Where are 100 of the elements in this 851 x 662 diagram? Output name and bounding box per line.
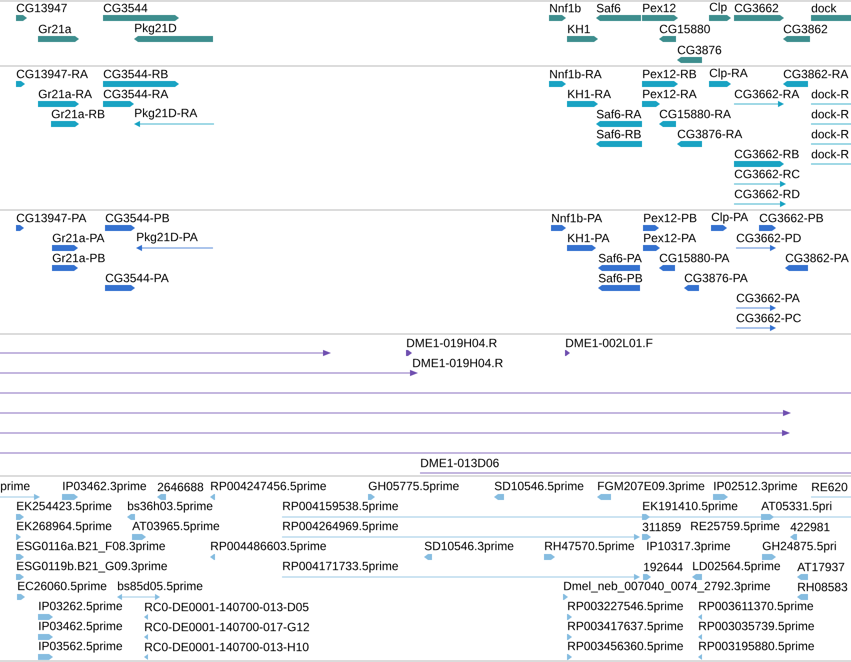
feature-label: Saf6-RB [596, 130, 641, 138]
feature-label: CG3862-RA [784, 70, 848, 78]
feature-label: Pkg21D-RA [135, 108, 198, 120]
feature-label: RP004159538.5prime [283, 501, 398, 513]
feature-label: IP03462.3prime [63, 481, 146, 493]
feature-label: CG3862-PA [786, 254, 849, 262]
feature-label: Gr21a-RA [38, 90, 92, 98]
feature-label: DME1-019H04.R [407, 338, 497, 348]
feature-label: DME1-019H04.R [413, 358, 503, 368]
feature-label: RC0-DE0001-140700-013-D05 [145, 602, 308, 612]
feature-label: DME1-002L01.F [566, 338, 652, 348]
feature-label: dock-R [812, 110, 848, 118]
feature-label: 422981 [790, 522, 830, 532]
feature-label: Saf6-PB [598, 274, 642, 282]
feature-label: KH1 [568, 24, 590, 34]
feature-label: CG15880-PA [660, 254, 730, 262]
feature-label: IP03462.5prime [39, 621, 122, 633]
feature-label: RP004264969.5prime [283, 521, 398, 533]
feature-label: CG3662-PA [736, 294, 800, 302]
feature-label: RP003035739.5prime [699, 621, 814, 633]
feature-label: DME1-013D06 [421, 458, 499, 468]
feature-label: Nnf1b [550, 4, 581, 12]
feature-label: AT17937 [797, 562, 844, 572]
feature-label: Pex12-RA [643, 90, 697, 98]
feature-label: CG15880 [660, 24, 710, 34]
feature-label: CG3544-RB [104, 70, 168, 78]
feature-label: GH24875.5pri [762, 541, 836, 553]
feature-label: CG3662-PD [736, 234, 801, 242]
feature-label: EK191410.5prime [643, 501, 738, 513]
feature-label: RC0-DE0001-140700-017-G12 [145, 622, 310, 632]
feature-label: CG3862 [784, 24, 828, 34]
feature-label: dock-R [812, 150, 848, 158]
feature-label: CG3876 [678, 46, 722, 54]
feature-label: dock [812, 4, 836, 12]
feature-label: CG13947-PA [16, 214, 86, 222]
feature-label: RH47570.5prime [545, 541, 634, 553]
feature-label: CG13947-RA [16, 70, 88, 78]
feature-label: RH08583 [798, 582, 848, 592]
feature-label: RC0-DE0001-140700-013-H10 [145, 642, 309, 652]
feature-label: Clp-PA [712, 212, 748, 224]
feature-label: RP003417637.5prime [568, 621, 683, 633]
feature-label: GH05775.5prime [368, 481, 459, 493]
feature-label: CG3544-PA [106, 274, 169, 282]
feature-label: CG3662-PC [736, 314, 801, 322]
feature-label: CG3876-PA [684, 274, 748, 282]
feature-label: 192644 [644, 562, 683, 572]
feature-label: ESG0119b.B21_G09.3prime [17, 561, 167, 573]
feature-label: KH1-PA [568, 234, 610, 242]
feature-label: Clp-RA [710, 68, 748, 80]
feature-label: RP004171733.5prime [283, 561, 398, 573]
feature-label: CG3544 [104, 4, 148, 12]
feature-label: IP10317.3prime [647, 541, 730, 553]
feature-label: 311859 [642, 522, 681, 532]
feature-label: CG15880-RA [660, 110, 731, 118]
feature-label: bs85d05.5prime [118, 581, 202, 593]
feature-label: CG3544-PB [106, 214, 170, 222]
feature-label: Gr21a-PA [52, 234, 104, 242]
feature-label: Pex12-PA [644, 234, 696, 242]
feature-label: dock-R [812, 90, 848, 98]
feature-label: CG13947 [16, 4, 67, 12]
feature-label: RE620 [812, 482, 848, 492]
feature-label: bs36h03.5prime [128, 501, 212, 513]
feature-label: CG3662 [734, 4, 778, 12]
feature-label: KH1-RA [568, 90, 612, 98]
feature-label: Pkg21D [135, 23, 176, 35]
feature-label: CG3662-PB [760, 214, 824, 222]
feature-label: CG3662-RA [734, 90, 800, 98]
feature-label: Saf6-PA [598, 254, 642, 262]
feature-label: Pex12-PB [644, 214, 696, 222]
feature-label: EK254423.5prime [17, 501, 112, 513]
feature-label: ESG0116a.B21_F08.3prime [17, 541, 165, 553]
feature-label: Nnf1b-PA [552, 214, 602, 222]
feature-label: prime [0, 481, 30, 493]
feature-label: RP003611370.5prime [699, 601, 814, 613]
feature-label: Nnf1b-RA [550, 70, 602, 78]
feature-label: IP03562.5prime [39, 641, 122, 653]
feature-label: RE25759.5prime [691, 521, 780, 533]
feature-label: Dmel_neb_007040_0074_2792.3prime [564, 581, 770, 593]
feature-label: RP003227546.5prime [568, 601, 683, 613]
feature-label: SD10546.3prime [424, 541, 514, 553]
feature-label: IP03262.5prime [39, 601, 122, 613]
feature-label: FGM207E09.3prime [598, 481, 704, 493]
feature-label: RP003456360.5prime [568, 641, 683, 653]
feature-label: AT05331.5pri [761, 501, 832, 513]
feature-label: CG3544-RA [104, 90, 168, 98]
feature-label: Gr21a-PB [52, 254, 105, 262]
feature-label: EC26060.5prime [18, 581, 106, 593]
feature-label: Saf6 [596, 4, 620, 12]
feature-label: LD02564.5prime [693, 561, 780, 573]
feature-label: 2646688 [158, 482, 204, 492]
feature-label: Gr21a [38, 24, 72, 34]
feature-label: Pkg21D-PA [137, 232, 198, 244]
feature-label: RP004486603.5prime [211, 541, 326, 553]
feature-label: Pex12 [643, 4, 676, 12]
feature-label: RP004247456.5prime [211, 481, 326, 493]
feature-label: AT03965.5prime [132, 521, 220, 533]
feature-label: CG3662-RC [734, 170, 800, 178]
feature-label: Clp [710, 2, 727, 14]
feature-label: CG3876-RA [678, 130, 742, 138]
feature-label: CG3662-RD [734, 190, 800, 198]
